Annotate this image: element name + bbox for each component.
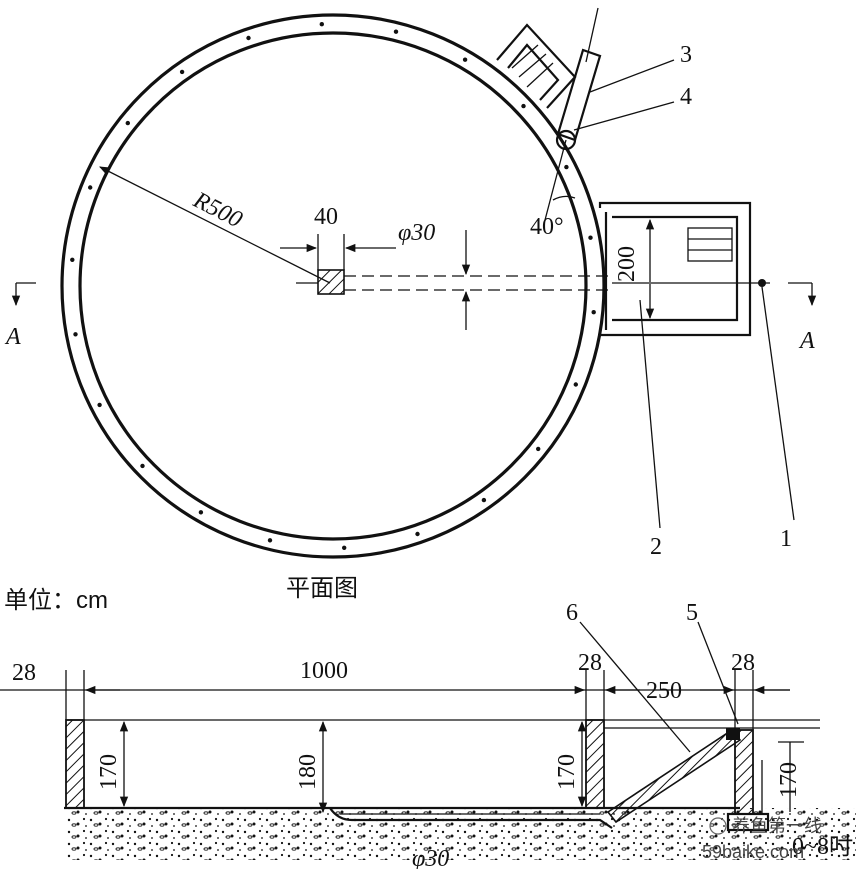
dim-left-wall: 28	[12, 660, 36, 686]
pond-outer-wall	[60, 13, 606, 559]
drain-annex	[598, 201, 752, 337]
left-wall	[65, 719, 85, 809]
dim-annex-width: 250	[646, 678, 682, 704]
wall-bolt	[88, 185, 93, 190]
wall-bolt	[73, 332, 78, 337]
callout-4: 4	[680, 84, 692, 110]
dim-left-depth: 170	[96, 754, 122, 790]
section-view: 28 1000 28 250 28 170 180 170 170 φ30 5 …	[0, 600, 856, 869]
center-grate	[317, 269, 345, 295]
dim-pond-width: 1000	[300, 658, 348, 684]
dim-middle-depth: 170	[554, 754, 580, 790]
wall-bolt	[521, 103, 526, 109]
watermark-text: 养鱼第一线	[732, 816, 822, 836]
inlet-pipe	[544, 7, 602, 221]
wall-bolt	[319, 22, 324, 27]
inlet-box	[496, 23, 577, 109]
pond-inner-wall	[78, 31, 588, 541]
dim-annex-depth: 170	[776, 762, 802, 798]
callout-6: 6	[566, 600, 578, 626]
watermark: 养鱼第一线 59baike.com	[702, 816, 822, 862]
dim-right-wall: 28	[731, 650, 755, 676]
middle-wall	[585, 719, 605, 809]
section-mark-right	[788, 282, 817, 307]
callout-5: 5	[686, 600, 698, 626]
wall-bolt	[591, 310, 596, 315]
angle-label: 40°	[530, 214, 564, 240]
wall-bolt	[393, 29, 399, 34]
wall-bolt	[246, 35, 251, 41]
wall-bolt	[536, 446, 541, 452]
section-mark-left	[11, 282, 36, 307]
wall-bolt	[97, 402, 102, 408]
section-pipe-label: φ30	[412, 846, 449, 869]
wall-bolt	[481, 497, 487, 503]
wall-bolt	[415, 531, 420, 537]
wall-bolt	[267, 538, 273, 543]
plan-view: R500 40 φ30 200 40° A A 1 2 3 4 平面图 单位：c…	[4, 7, 817, 614]
wall-bolt	[70, 257, 75, 262]
callout-1: 1	[780, 526, 792, 552]
wall-bolt	[342, 545, 347, 550]
drain-channel	[329, 807, 613, 829]
wall-bolt	[588, 235, 593, 240]
wall-bolt	[179, 69, 185, 75]
section-mark-left-label: A	[4, 324, 21, 350]
wall-bolt	[125, 120, 130, 126]
wall-bolt	[140, 463, 145, 469]
unit-label: 单位：cm	[4, 587, 108, 614]
dim-middle-wall: 28	[578, 650, 602, 676]
wall-bolt	[573, 382, 578, 387]
ground-gravel	[66, 808, 856, 860]
dim-center-depth: 180	[295, 754, 321, 790]
right-wall	[734, 729, 754, 815]
grate-dim-label: 40	[314, 204, 338, 230]
watermark-url: 59baike.com	[702, 842, 804, 862]
callout-3: 3	[680, 42, 692, 68]
tail-text: 0~8吋	[792, 833, 853, 860]
pipe-dim-label: φ30	[398, 220, 435, 246]
annex-dim-label: 200	[614, 246, 640, 282]
wall-bolt	[462, 57, 468, 62]
wall-bolt	[198, 510, 204, 515]
section-mark-right-label: A	[798, 328, 815, 354]
callout-2: 2	[650, 534, 662, 560]
outlet-base	[726, 812, 770, 832]
wall-bolts	[70, 22, 596, 550]
plan-title: 平面图	[286, 575, 358, 602]
wall-bolt	[564, 164, 569, 170]
